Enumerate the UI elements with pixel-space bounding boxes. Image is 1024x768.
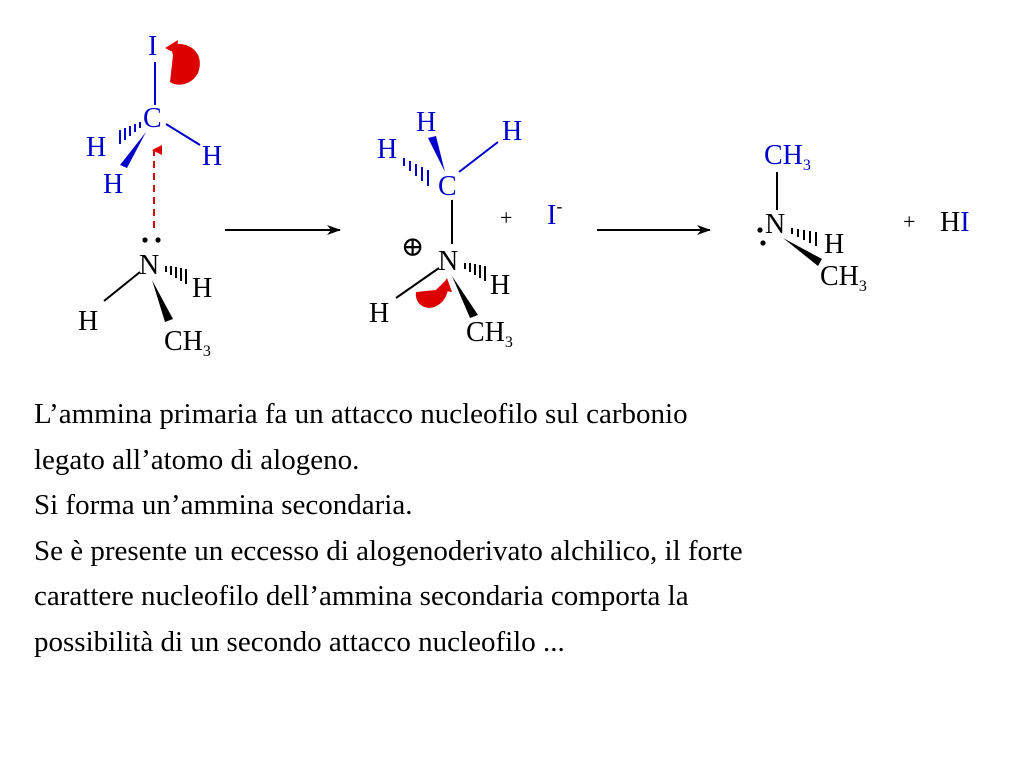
c-h-bond-top-right (458, 141, 499, 173)
iodine-atom: I (148, 31, 157, 62)
bond-electron-curved-arrow (415, 280, 449, 308)
positive-charge: ⊕ (401, 232, 424, 263)
carbon-atom: C (438, 171, 457, 202)
plus-sign: + (903, 209, 915, 234)
hydrogen-atom-top-right: H (502, 116, 522, 147)
n-h-bond-left (395, 267, 440, 299)
caption-line: legato all’atomo di alogeno. (34, 443, 360, 476)
methyl-group-bottom: CH3 (820, 261, 867, 295)
caption-line: L’ammina primaria fa un attacco nucleofi… (34, 398, 688, 430)
plus-sign: + (500, 205, 512, 230)
methyl-group: CH3 (164, 326, 211, 360)
hashed-bond-c-h (119, 122, 141, 144)
hydrogen-atom-top: H (416, 107, 436, 138)
electron-pair-curved-arrow (170, 43, 200, 85)
reaction-diagram: I C H H H N H H CH3 H (78, 31, 970, 360)
amine-hydrogen: H (824, 229, 844, 260)
hydrogen-atom-left: H (377, 134, 397, 165)
wedge-bond-c-h-top (428, 136, 445, 172)
carbon-atom: C (143, 103, 162, 134)
nitrogen-atom: N (765, 209, 785, 240)
c-h-bond-right (165, 123, 201, 146)
explanation-text: L’ammina primaria fa un attacco nucleofi… (34, 392, 1014, 665)
caption-line: carattere nucleofilo dell’ammina seconda… (34, 580, 689, 612)
lone-pair-dot (757, 227, 763, 233)
hashed-bond-c-h-left (403, 158, 429, 186)
amine-hydrogen-right: H (192, 273, 212, 304)
curved-arrow-head (440, 278, 452, 292)
methyl-group-top: CH3 (764, 140, 811, 174)
n-h-bond-left (103, 271, 141, 302)
caption-line: possibilità di un secondo attacco nucleo… (34, 625, 565, 658)
caption-line: Si forma un’ammina secondaria. (34, 489, 413, 521)
reactant-methyl-iodide-and-amine: I C H H H N H H CH3 (78, 31, 222, 360)
wedge-bond-n-ch3 (452, 276, 478, 318)
iodide-ion: I- (547, 196, 562, 231)
hydrogen-atom-top-left: H (86, 132, 106, 163)
lone-pair-dot (760, 240, 766, 246)
lone-pair-dot (142, 237, 148, 243)
ammonium-hydrogen-right: H (490, 270, 510, 301)
curved-arrow-head (165, 40, 178, 54)
lone-pair-dot (155, 237, 161, 243)
product-secondary-amine: CH3 N H CH3 + HI (757, 140, 970, 295)
wedge-bond-n-ch3 (152, 280, 173, 322)
hashed-bond-n-h (791, 228, 817, 246)
wedge-bond-c-h (120, 132, 146, 168)
hashed-bond-n-h (165, 266, 187, 284)
amine-hydrogen-left: H (78, 306, 98, 337)
hydrogen-atom-right: H (202, 141, 222, 172)
nitrogen-atom: N (438, 246, 458, 277)
intermediate-ammonium-ion: H H H C ⊕ N H H CH3 + I- (369, 107, 562, 351)
hydrogen-atom-bottom: H (103, 169, 123, 200)
wedge-bond-n-ch3 (783, 238, 822, 266)
nitrogen-atom: N (139, 250, 159, 281)
methyl-group: CH3 (466, 317, 513, 351)
ammonium-hydrogen-left: H (369, 298, 389, 329)
caption-line: Se è presente un eccesso di alogenoderiv… (34, 534, 743, 567)
hydrogen-iodide: HI (940, 207, 970, 238)
hashed-bond-n-h (464, 263, 486, 281)
